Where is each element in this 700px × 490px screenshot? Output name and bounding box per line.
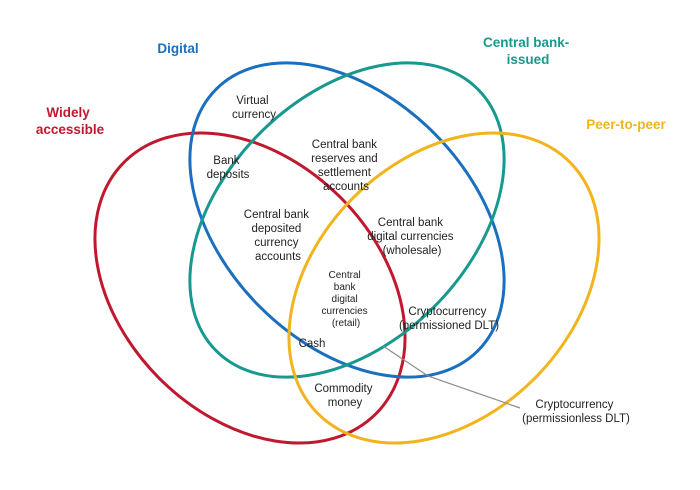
cb-reserves-label: Central bank reserves and settlement acc…: [311, 139, 381, 193]
crypto-permissioned-label: Cryptocurrency (permissioned DLT): [399, 306, 499, 332]
bank-deposits-label: Bank deposits: [207, 155, 250, 181]
widely-accessible-ellipse: [93, 131, 407, 445]
digital-title: Digital: [157, 41, 198, 56]
crypto-permissionless-leader-line: [382, 345, 521, 409]
commodity-money-label: Commodity money: [314, 383, 375, 409]
peer-to-peer-title: Peer-to-peer: [586, 117, 666, 132]
cb-deposited-accounts-label: Central bank deposited currency accounts: [244, 209, 312, 263]
central-bank-issued-title: Central bank- issued: [483, 35, 573, 67]
central-bank-issued-ellipse: [188, 61, 506, 379]
cbdc-retail-label: Central bank digital currencies (retail): [322, 270, 371, 329]
widely-accessible-title: Widely accessible: [36, 105, 105, 137]
peer-to-peer-ellipse: [287, 131, 601, 445]
virtual-currency-label: Virtual currency: [232, 95, 276, 121]
digital-ellipse: [188, 61, 506, 379]
cash-label: Cash: [299, 338, 326, 350]
cbdc-wholesale-label: Central bank digital currencies (wholesa…: [367, 217, 457, 257]
crypto-permissionless-label: Cryptocurrency (permissionless DLT): [522, 399, 630, 425]
